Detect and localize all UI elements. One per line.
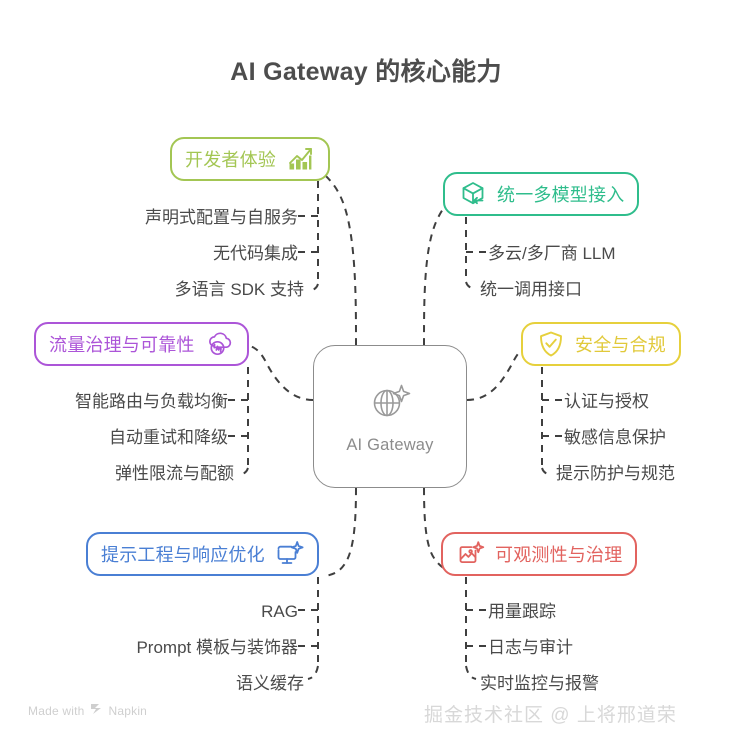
- connector-dev-item-2: [307, 283, 319, 291]
- branch-label-dev: 开发者体验: [185, 150, 276, 170]
- connector-prompt-item-2: [307, 665, 319, 680]
- branch-label-model: 统一多模型接入: [497, 185, 625, 205]
- branch-node-model[interactable]: 统一多模型接入: [443, 172, 640, 216]
- branch-label-traffic: 流量治理与可靠性: [49, 335, 195, 355]
- leaf-traffic-0: 智能路由与负载均衡: [75, 392, 228, 411]
- branch-node-security[interactable]: 安全与合规: [521, 322, 681, 366]
- connector-observe-item-2: [465, 665, 477, 680]
- napkin-watermark: Made with Napkin: [28, 703, 147, 718]
- leaf-model-1: 统一调用接口: [480, 280, 582, 299]
- leaf-observe-2: 实时监控与报警: [480, 674, 599, 693]
- branch-node-dev[interactable]: 开发者体验: [170, 137, 330, 181]
- napkin-logo-icon: [90, 703, 104, 718]
- branch-node-observe[interactable]: 可观测性与治理: [441, 532, 638, 576]
- connector-center-prompt: [325, 487, 357, 577]
- branch-node-traffic[interactable]: 流量治理与可靠性: [34, 322, 249, 366]
- leaf-traffic-1: 自动重试和降级: [109, 428, 228, 447]
- image-sparkle-icon: [456, 539, 486, 569]
- branch-node-prompt[interactable]: 提示工程与响应优化: [86, 532, 319, 576]
- leaf-dev-2: 多语言 SDK 支持: [174, 280, 304, 299]
- branch-label-prompt: 提示工程与响应优化: [101, 545, 265, 565]
- globe-sparkle-icon: [367, 379, 413, 430]
- community-watermark: 掘金技术社区 @ 上将邢道荣: [424, 705, 677, 726]
- bar-chart-growth-icon: [285, 144, 315, 174]
- center-node[interactable]: AI Gateway: [313, 345, 467, 488]
- leaf-traffic-2: 弹性限流与配额: [115, 464, 234, 483]
- leaf-security-2: 提示防护与规范: [556, 464, 675, 483]
- connector-center-model: [423, 193, 463, 346]
- shield-check-icon: [536, 329, 566, 359]
- connector-center-dev: [317, 167, 357, 346]
- cloud-sync-icon: [204, 329, 234, 359]
- leaf-prompt-1: Prompt 模板与装饰器: [136, 638, 298, 657]
- connector-traffic-item-2: [237, 467, 249, 475]
- leaf-model-0: 多云/多厂商 LLM: [488, 244, 616, 263]
- napkin-watermark-brand: Napkin: [108, 703, 148, 718]
- leaf-security-0: 认证与授权: [564, 392, 649, 411]
- napkin-watermark-prefix: Made with: [28, 703, 85, 718]
- leaf-dev-0: 声明式配置与自服务: [145, 208, 298, 227]
- branch-label-observe: 可观测性与治理: [495, 545, 623, 565]
- leaf-observe-1: 日志与审计: [488, 638, 573, 657]
- cube-arrow-in-icon: [458, 179, 488, 209]
- leaf-prompt-0: RAG: [261, 602, 298, 621]
- connector-model-item-1: [465, 281, 477, 289]
- leaf-security-1: 敏感信息保护: [564, 428, 666, 447]
- connector-center-traffic: [249, 345, 314, 401]
- leaf-dev-1: 无代码集成: [213, 244, 298, 263]
- page-title: AI Gateway 的核心能力: [230, 58, 502, 86]
- branch-label-security: 安全与合规: [575, 335, 666, 355]
- center-node-label: AI Gateway: [346, 435, 434, 454]
- monitor-sparkle-icon: [274, 539, 304, 569]
- leaf-prompt-2: 语义缓存: [236, 674, 304, 693]
- leaf-observe-0: 用量跟踪: [488, 602, 556, 621]
- connector-security-item-2: [541, 467, 553, 475]
